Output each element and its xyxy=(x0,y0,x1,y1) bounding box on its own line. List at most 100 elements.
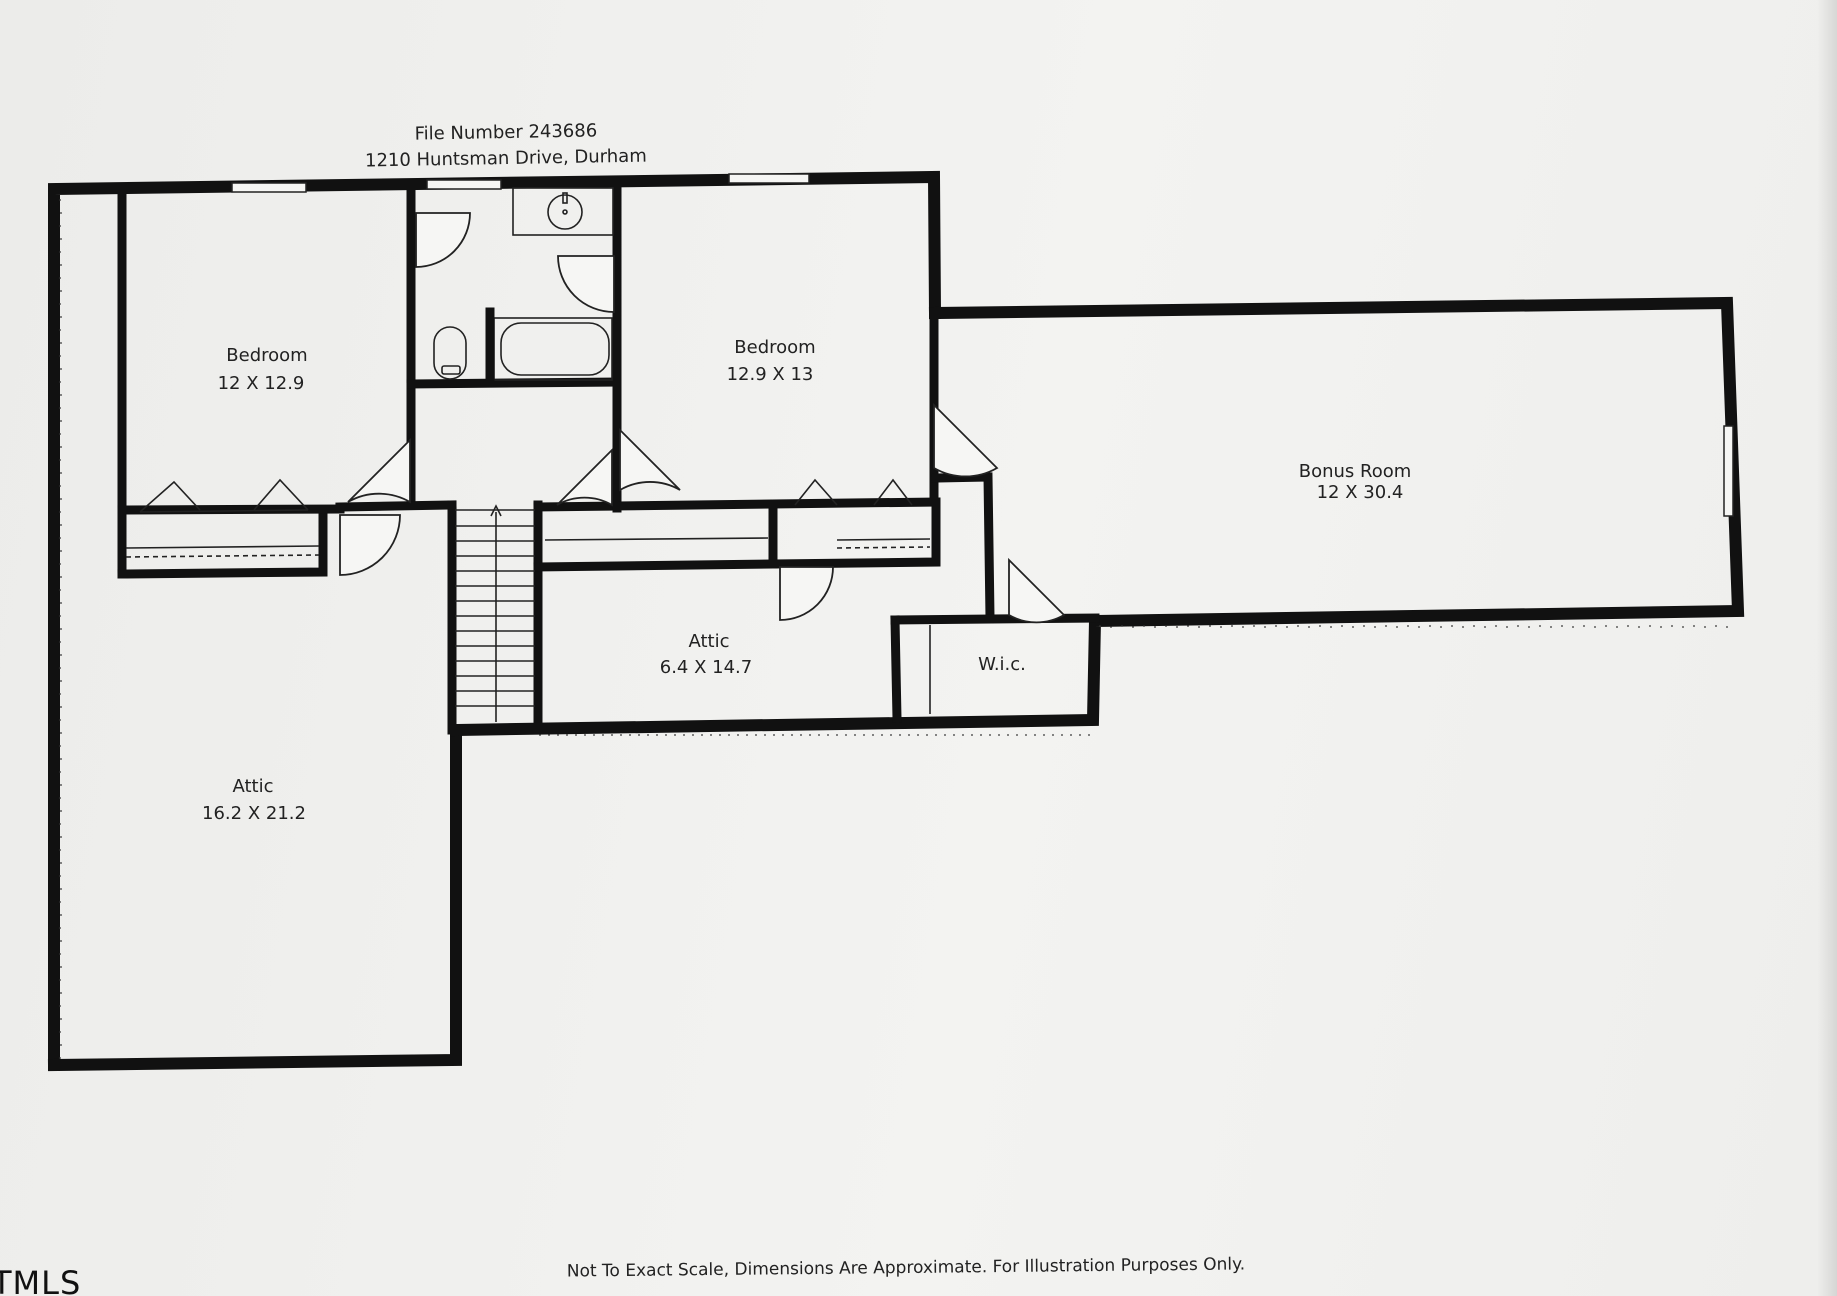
speckle-dot xyxy=(1605,625,1607,627)
speckle-dot xyxy=(1176,626,1178,628)
speckle-dot xyxy=(59,615,61,617)
speckle-dot xyxy=(1132,626,1134,628)
speckle-dot xyxy=(1715,625,1717,627)
speckle-dot xyxy=(1660,626,1662,628)
room-labels: Bedroom 12 X 12.9 Bedroom 12.9 X 13 Bonu… xyxy=(202,337,1411,824)
speckle-dot xyxy=(818,734,820,736)
speckle-dot xyxy=(1429,625,1431,627)
windows xyxy=(231,173,1734,517)
disclaimer-text: Not To Exact Scale, Dimensions Are Appro… xyxy=(567,1254,1245,1281)
speckle-dot xyxy=(764,734,766,736)
room-dims-attic-left: 16.2 X 21.2 xyxy=(202,803,306,824)
speckle-dot xyxy=(1462,626,1464,628)
speckle-dot xyxy=(60,420,62,422)
speckle-dot xyxy=(1034,734,1036,736)
speckle-dot xyxy=(755,734,757,736)
speckle-dot xyxy=(971,734,973,736)
speckle-dot xyxy=(1440,626,1442,628)
speckle-dot xyxy=(1594,626,1596,628)
speckle-dot xyxy=(890,734,892,736)
speckle-dot xyxy=(1627,625,1629,627)
file-number-text: File Number 243686 xyxy=(414,120,597,144)
speckle-dot xyxy=(1308,626,1310,628)
speckle-dot xyxy=(1209,625,1211,627)
speckle-dot xyxy=(60,940,62,942)
speckle-dot xyxy=(1495,625,1497,627)
room-name-attic-left: Attic xyxy=(232,776,273,797)
door-attic-left xyxy=(339,514,401,576)
vanity xyxy=(512,187,614,236)
speckle-dot xyxy=(1165,625,1167,627)
doors xyxy=(339,212,1066,624)
speckle-dot xyxy=(539,734,541,736)
speckle-dot xyxy=(1539,625,1541,627)
speckle-dot xyxy=(60,290,62,292)
speckle-dot xyxy=(1484,626,1486,628)
speckle-dot xyxy=(59,589,61,591)
storage-details xyxy=(125,478,931,714)
speckle-dot xyxy=(59,719,61,721)
speckle-dot xyxy=(59,693,61,695)
speckle-dot xyxy=(845,734,847,736)
speckle-dot xyxy=(1025,734,1027,736)
speckle-dot xyxy=(962,734,964,736)
speckle-dot xyxy=(1143,625,1145,627)
speckle-dot xyxy=(1396,626,1398,628)
speckle-dot xyxy=(60,550,62,552)
speckle-dot xyxy=(1671,625,1673,627)
speckle-dot xyxy=(638,734,640,736)
speckle-dot xyxy=(60,212,62,214)
tub-basin-icon xyxy=(500,322,610,376)
speckle-dot xyxy=(557,734,559,736)
speckle-dot xyxy=(791,734,793,736)
window-bonus-room xyxy=(1723,425,1734,517)
speckle-dot xyxy=(59,927,61,929)
speckle-dot xyxy=(60,342,62,344)
speckle-dot xyxy=(602,734,604,736)
speckle-dot xyxy=(59,1031,61,1033)
door-bonus-room xyxy=(933,402,999,478)
speckle-dot xyxy=(836,734,838,736)
speckle-dot xyxy=(1079,734,1081,736)
window-left-bedroom xyxy=(231,182,307,193)
speckle-dot xyxy=(1506,626,1508,628)
speckle-dot xyxy=(60,394,62,396)
interior-walls xyxy=(117,180,1100,735)
speckle-dot xyxy=(60,784,62,786)
speckle-dot xyxy=(1231,625,1233,627)
speckle-dot xyxy=(59,875,61,877)
speckle-dot xyxy=(1407,625,1409,627)
speckle-dot xyxy=(1070,734,1072,736)
speckle-dot xyxy=(1061,734,1063,736)
speckle-dot xyxy=(1341,625,1343,627)
speckle-dot xyxy=(1726,626,1728,628)
speckle-dot xyxy=(59,953,61,955)
speckle-dot xyxy=(728,734,730,736)
speckle-dot xyxy=(60,628,62,630)
door-left-bedroom xyxy=(347,437,411,504)
speckle-dot xyxy=(1528,626,1530,628)
speckle-dot xyxy=(737,734,739,736)
bathroom-fixtures xyxy=(433,187,614,387)
speckle-dot xyxy=(773,734,775,736)
speckle-dot xyxy=(60,238,62,240)
window-bath xyxy=(426,179,502,190)
speckle-dot xyxy=(917,734,919,736)
speckle-dot xyxy=(692,734,694,736)
speckle-dot xyxy=(59,329,61,331)
speckle-dot xyxy=(701,734,703,736)
speckle-dot xyxy=(60,810,62,812)
speckle-dot xyxy=(59,563,61,565)
speckle-dot xyxy=(59,537,61,539)
speckle-dot xyxy=(60,264,62,266)
mls-watermark: TMLS xyxy=(0,1264,81,1296)
speckle-dot xyxy=(60,602,62,604)
speckle-dot xyxy=(59,485,61,487)
speckle-dot xyxy=(629,734,631,736)
speckle-dot xyxy=(59,225,61,227)
speckle-dot xyxy=(584,734,586,736)
speckle-dot xyxy=(1550,626,1552,628)
room-dims-bonus-room: 12 X 30.4 xyxy=(1317,482,1404,503)
door-bath xyxy=(415,212,471,268)
